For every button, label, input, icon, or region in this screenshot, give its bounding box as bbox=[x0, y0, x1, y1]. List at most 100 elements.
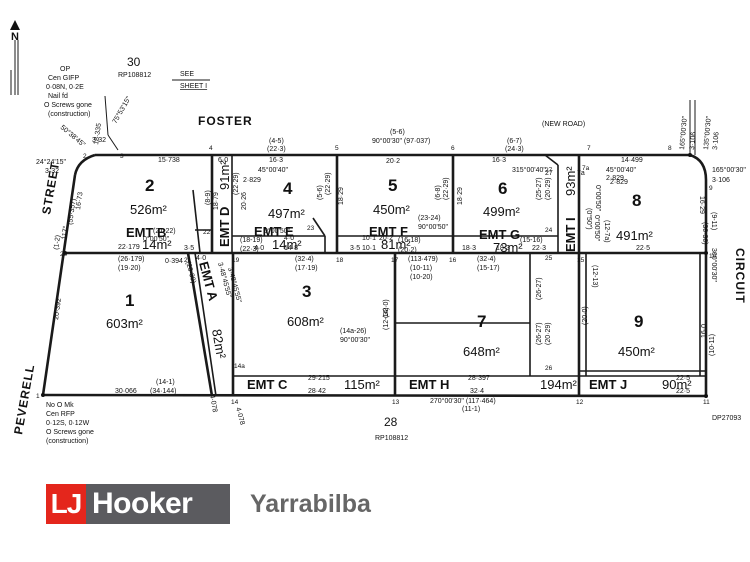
svg-text:(14-1): (14-1) bbox=[156, 379, 175, 386]
svg-text:4·0: 4·0 bbox=[254, 245, 264, 252]
svg-text:(12-7a): (12-7a) bbox=[603, 220, 610, 243]
svg-text:14a: 14a bbox=[234, 363, 245, 370]
emt-g-label: EMT G bbox=[479, 227, 520, 242]
lot-area: 450m² bbox=[373, 202, 411, 217]
lot-area: 499m² bbox=[483, 204, 521, 219]
svg-text:20·392: 20·392 bbox=[53, 298, 63, 321]
svg-text:(23-24): (23-24) bbox=[418, 215, 441, 222]
svg-text:0°00'50": 0°00'50" bbox=[264, 227, 291, 235]
north-arrow: N bbox=[10, 20, 20, 95]
svg-text:7: 7 bbox=[587, 145, 591, 152]
svg-text:23: 23 bbox=[307, 225, 315, 232]
lot-number: 7 bbox=[477, 312, 486, 331]
svg-text:8: 8 bbox=[668, 145, 672, 152]
svg-text:4·078: 4·078 bbox=[208, 394, 218, 413]
svg-text:15·738: 15·738 bbox=[158, 157, 180, 164]
emt-f-label: EMT F bbox=[369, 224, 408, 239]
svg-text:4·0: 4·0 bbox=[284, 235, 294, 242]
svg-text:(25-27): (25-27) bbox=[536, 177, 543, 200]
svg-text:45°00'40": 45°00'40" bbox=[258, 166, 288, 174]
road-circuit: CIRCUIT bbox=[733, 248, 747, 304]
svg-text:(9-11): (9-11) bbox=[710, 212, 717, 230]
svg-text:(22·29): (22·29) bbox=[233, 172, 240, 195]
svg-text:90°00'50": 90°00'50" bbox=[418, 223, 448, 231]
emt-g-area: 73m² bbox=[493, 240, 523, 255]
lot-area: 648m² bbox=[463, 344, 501, 359]
dimensions-bottom: 270°00'30" (117·464) 30·066 (14-1) (34·1… bbox=[115, 375, 690, 413]
svg-text:(11-1): (11-1) bbox=[462, 406, 480, 413]
svg-text:10: 10 bbox=[709, 253, 717, 260]
svg-text:OP: OP bbox=[60, 66, 70, 73]
logo-lj-mark: LJ bbox=[46, 484, 86, 524]
lot-area: 603m² bbox=[106, 316, 144, 331]
svg-text:0°00'50": 0°00'50" bbox=[594, 185, 602, 212]
svg-text:4·0: 4·0 bbox=[196, 255, 206, 262]
emt-h-area: 194m² bbox=[540, 377, 578, 392]
emt-i-label: EMT I bbox=[563, 217, 578, 252]
lot-28: 28 bbox=[384, 415, 398, 429]
svg-text:7a: 7a bbox=[577, 170, 585, 177]
svg-text:18: 18 bbox=[336, 257, 344, 264]
svg-text:0°00'50": 0°00'50" bbox=[143, 235, 170, 243]
emt-e-label: EMT E bbox=[254, 224, 294, 239]
svg-text:45°00'40": 45°00'40" bbox=[606, 166, 636, 174]
road-peverell: PEVERELL bbox=[11, 363, 37, 436]
emt-a-area: 82m² bbox=[209, 328, 229, 360]
svg-text:2·829: 2·829 bbox=[606, 175, 624, 182]
svg-text:32·4: 32·4 bbox=[470, 388, 484, 395]
svg-text:0·12S, 0·12W: 0·12S, 0·12W bbox=[46, 420, 90, 427]
lot-number: 1 bbox=[125, 291, 134, 310]
svg-text:27: 27 bbox=[545, 170, 553, 177]
office-name: Yarrabilba bbox=[250, 490, 371, 518]
lot-area: 450m² bbox=[618, 344, 656, 359]
svg-text:No O Mk: No O Mk bbox=[46, 402, 74, 409]
easement-lines bbox=[192, 154, 706, 397]
emt-d-label: EMT D bbox=[217, 207, 232, 247]
plan-rp-top: RP108812 bbox=[118, 72, 151, 79]
svg-text:3·32: 3·32 bbox=[45, 168, 59, 175]
svg-text:25: 25 bbox=[545, 255, 553, 262]
svg-text:(22·29): (22·29) bbox=[325, 172, 332, 195]
svg-text:(18-19): (18-19) bbox=[240, 237, 263, 244]
svg-text:0·394: 0·394 bbox=[165, 258, 183, 265]
svg-text:(10-11): (10-11) bbox=[410, 265, 432, 272]
easement-labels: EMT A 82m² EMT B 14m² EMT C 115m² EMT D … bbox=[126, 160, 692, 392]
svg-text:117°: 117° bbox=[60, 225, 70, 240]
svg-text:(55·357): (55·357) bbox=[67, 198, 78, 225]
emt-d-area: 91m² bbox=[217, 160, 232, 190]
svg-text:(24·3): (24·3) bbox=[505, 146, 524, 153]
svg-text:28·42: 28·42 bbox=[308, 388, 326, 395]
svg-text:18·335: 18·335 bbox=[93, 123, 103, 146]
emt-j-label: EMT J bbox=[589, 377, 627, 392]
svg-text:(5-6): (5-6) bbox=[390, 129, 405, 136]
svg-text:18·29: 18·29 bbox=[457, 187, 464, 205]
svg-text:10·1: 10·1 bbox=[362, 245, 376, 252]
lot-area: 491m² bbox=[616, 228, 654, 243]
svg-text:315°00'40": 315°00'40" bbox=[512, 166, 546, 174]
emt-h-label: EMT H bbox=[409, 377, 449, 392]
boundary-lines bbox=[41, 153, 708, 398]
svg-text:16·3: 16·3 bbox=[269, 157, 283, 164]
svg-text:(32·4): (32·4) bbox=[295, 256, 314, 263]
svg-text:2: 2 bbox=[83, 153, 87, 160]
svg-text:(26·179): (26·179) bbox=[118, 256, 144, 263]
svg-text:(26-27): (26-27) bbox=[536, 322, 543, 345]
svg-text:16: 16 bbox=[449, 257, 457, 264]
svg-text:(10-20): (10-20) bbox=[410, 274, 433, 281]
lot-area: 608m² bbox=[287, 314, 325, 329]
svg-text:5: 5 bbox=[335, 145, 339, 152]
svg-text:13: 13 bbox=[392, 399, 400, 406]
lot-number: 5 bbox=[388, 176, 397, 195]
svg-text:(15-16): (15-16) bbox=[520, 237, 543, 244]
emt-c-label: EMT C bbox=[247, 377, 288, 392]
emt-b-label: EMT B bbox=[126, 225, 166, 240]
svg-text:3·106: 3·106 bbox=[712, 132, 721, 151]
svg-text:17: 17 bbox=[391, 257, 399, 264]
svg-text:2·829: 2·829 bbox=[243, 177, 261, 184]
lot-labels: 1 603m² 2 526m² 3 608m² 4 497m² 5 450m² … bbox=[106, 176, 656, 359]
svg-text:(34·144): (34·144) bbox=[150, 388, 176, 395]
station-points bbox=[41, 95, 708, 398]
svg-text:165°00'30": 165°00'30" bbox=[712, 166, 746, 174]
svg-text:O Screws gone: O Screws gone bbox=[44, 102, 92, 109]
svg-text:16·3: 16·3 bbox=[492, 157, 506, 164]
